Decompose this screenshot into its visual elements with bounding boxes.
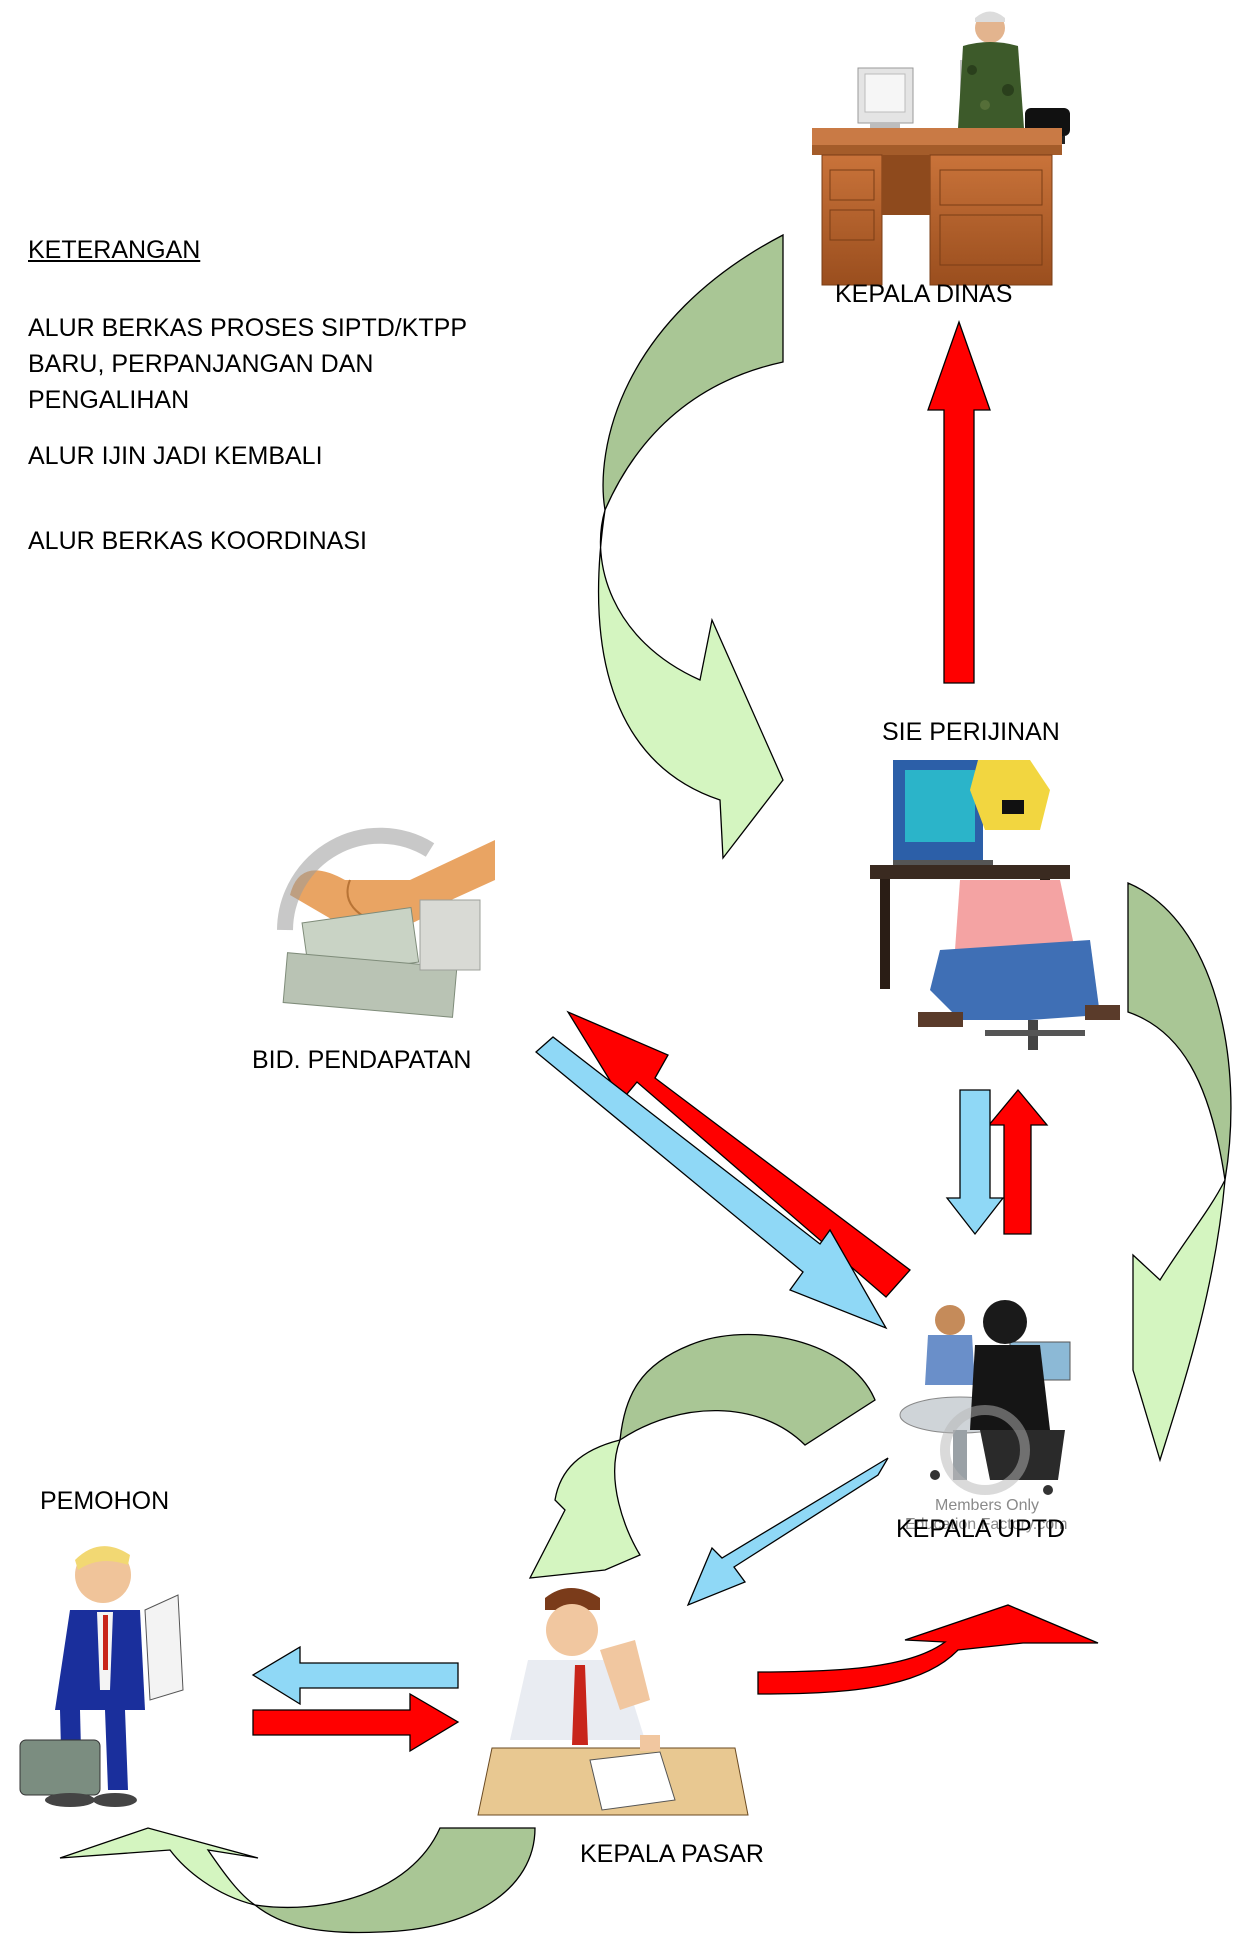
watermark-education-factory: Education Factory.com <box>905 1516 1068 1533</box>
red-arrow-pemohon-to-pasar <box>252 1692 460 1753</box>
legend-item-ijin-kembali: ALUR IJIN JADI KEMBALI <box>28 442 323 470</box>
blue-arrow-perijinan-to-uptd <box>945 1089 1005 1236</box>
legend-item-siptd-line3: PENGALIHAN <box>28 386 190 414</box>
legend-item-koordinasi: ALUR BERKAS KOORDINASI <box>28 527 367 555</box>
red-arrow-perijinan-to-dinas <box>927 320 991 684</box>
sie-perijinan-illustration <box>870 760 1120 1050</box>
bid-pendapatan-illustration <box>277 827 495 1018</box>
kepala-pasar-illustration <box>477 1588 749 1816</box>
label-kepala-pasar: KEPALA PASAR <box>580 1840 764 1868</box>
blue-arrow-pendapatan-to-uptd <box>534 1036 888 1330</box>
red-arrow-uptd-to-perijinan <box>987 1088 1049 1235</box>
red-curved-arrow-pasar-to-uptd <box>757 1604 1099 1695</box>
kepala-dinas-illustration <box>812 11 1070 286</box>
legend-item-siptd: ALUR BERKAS PROSES SIPTD/KTPP BARU, PERP… <box>28 310 467 418</box>
pemohon-illustration <box>19 1546 184 1807</box>
label-bid-pendapatan: BID. PENDAPATAN <box>252 1046 472 1074</box>
label-kepala-uptd: KEPALA UPTD <box>896 1515 1066 1543</box>
legend-item-siptd-line1: ALUR BERKAS PROSES SIPTD/KTPP <box>28 314 468 342</box>
blue-arrow-uptd-to-pasar <box>686 1457 889 1607</box>
label-kepala-dinas: KEPALA DINAS <box>835 280 1013 308</box>
green-curved-arrow-uptd-to-pasar <box>528 1333 876 1579</box>
label-sie-perijinan: SIE PERIJINAN <box>882 718 1060 746</box>
green-curved-arrow-perijinan-to-uptd <box>1127 882 1232 1463</box>
red-arrow-uptd-to-pendapatan <box>566 1010 911 1298</box>
legend-title: KETERANGAN <box>28 232 200 268</box>
legend-title-text: KETERANGAN <box>28 236 201 264</box>
legend-item-siptd-line2: BARU, PERPANJANGAN DAN <box>28 350 374 378</box>
kepala-uptd-illustration <box>899 1300 1071 1495</box>
watermark-members-only: Members Only <box>935 1497 1040 1514</box>
green-curved-arrow-pasar-to-pemohon <box>59 1827 536 1934</box>
blue-arrow-pasar-to-pemohon <box>251 1645 459 1706</box>
label-pemohon: PEMOHON <box>40 1487 170 1515</box>
green-curved-arrow-dinas-to-perijinan <box>598 233 784 860</box>
